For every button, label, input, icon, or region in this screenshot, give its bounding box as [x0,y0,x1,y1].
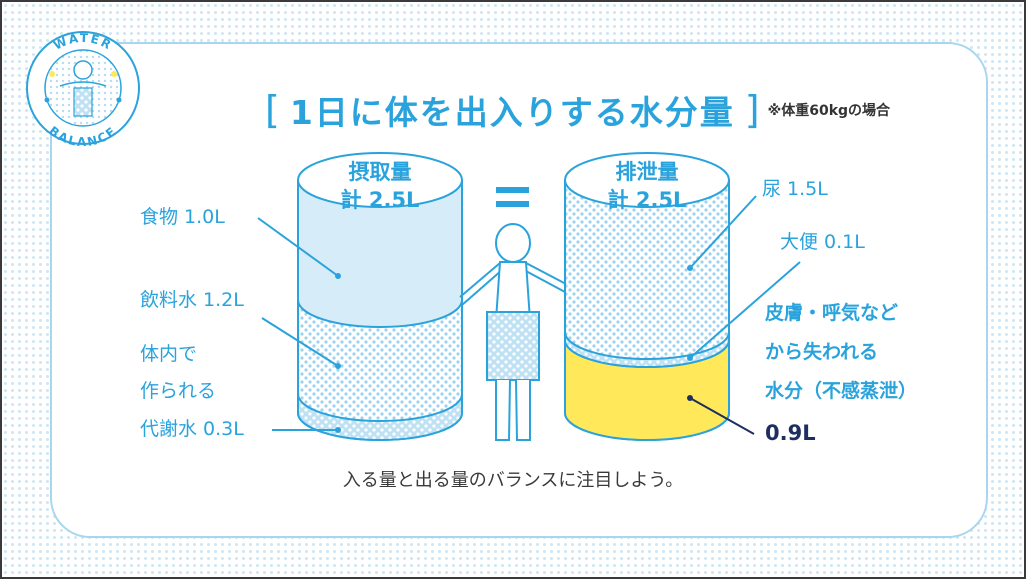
output-label-feces: 大便 0.1L [780,231,865,253]
intake-label-metabolic-line2: 作られる [140,380,217,402]
intake-label-drinking-water: 飲料水 1.2L [140,289,244,311]
intake-total: 計 2.5L [340,188,420,213]
output-heading-label: 排泄量 [615,160,679,184]
intake-heading-label: 摂取量 [348,160,412,184]
page-title: [ 1日に体を出入りする水分量 ] ※体重60kgの場合 [265,86,890,134]
title-text: 1日に体を出入りする水分量 [289,93,735,132]
output-label-insensible-value: 0.9L [765,421,816,445]
intake-label-metabolic-line1: 体内で [140,343,198,365]
title-bracket-open: [ [265,88,280,132]
output-label-urine: 尿 1.5L [762,178,828,200]
intake-label-food: 食物 1.0L [140,206,225,228]
title-bracket-close: ] [744,88,760,132]
intake-cylinder [297,152,463,441]
equals-sign [496,187,529,207]
output-cylinder [564,152,730,441]
footer-caption: 入る量と出る量のバランスに注目しよう。 [342,470,684,491]
output-heading: 排泄量 計 2.5L [567,158,727,215]
leader-lines [257,195,801,435]
intake-heading: 摂取量 計 2.5L [300,158,460,215]
output-label-insensible-line3: 水分（不感蒸泄） [765,380,918,402]
person-figure [459,223,567,441]
title-note: ※体重60kgの場合 [767,103,891,119]
output-total: 計 2.5L [607,188,687,213]
output-label-insensible-line2: から失われる [765,341,879,363]
output-label-insensible-line1: 皮膚・呼気など [765,302,899,324]
intake-label-metabolic-line3: 代謝水 0.3L [140,418,244,440]
